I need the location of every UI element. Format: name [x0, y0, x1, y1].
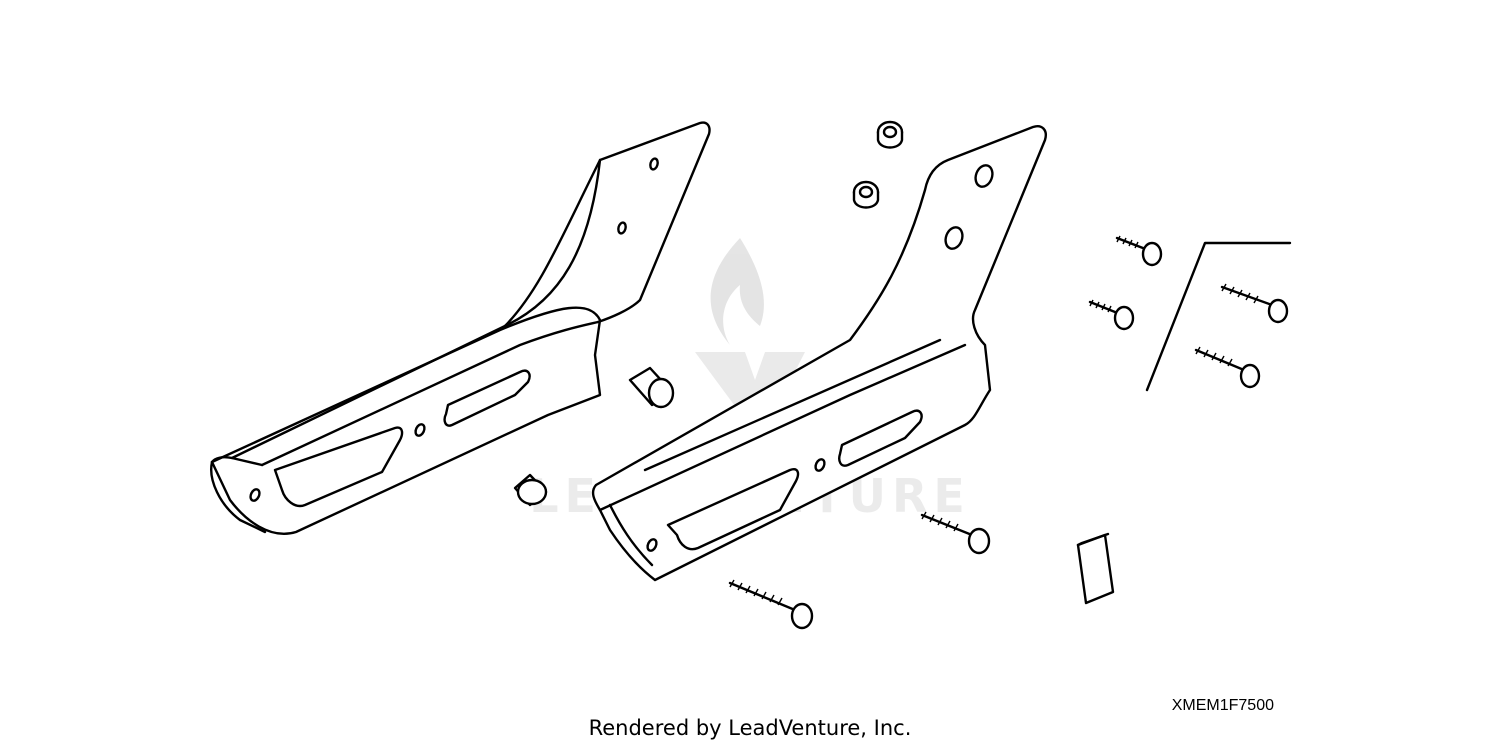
left-bracket: [210, 121, 711, 535]
bolt-upper-1: [1115, 235, 1163, 267]
grommet-upper: [876, 120, 904, 149]
spacer-lower: [513, 473, 548, 507]
bolt-lower-middle: [920, 511, 991, 555]
bolt-upper-2: [1088, 299, 1135, 331]
grommet-lower: [852, 180, 880, 209]
bolt-group-bracket: [1145, 241, 1292, 392]
part-code: XMEM1F7500: [1171, 697, 1274, 714]
render-credit: Rendered by LeadVenture, Inc.: [588, 716, 912, 740]
pad: [1076, 532, 1115, 605]
bolt-right-2: [1194, 346, 1261, 389]
bolt-lower-left: [728, 579, 814, 630]
right-bracket: [591, 125, 1047, 582]
flame-logo-icon: [710, 238, 764, 345]
bolt-right-1: [1220, 283, 1289, 324]
spacer-upper: [628, 366, 675, 409]
